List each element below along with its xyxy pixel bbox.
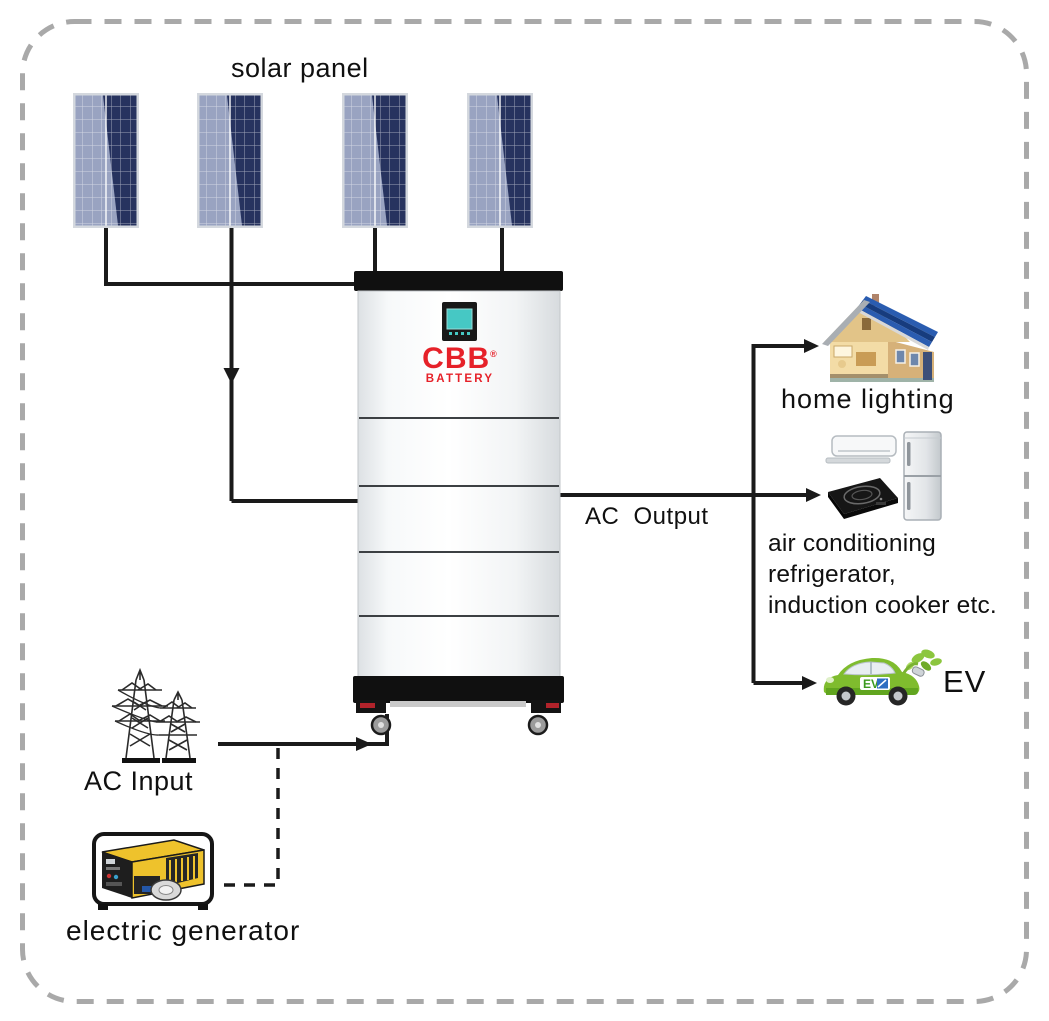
power-tower-icon (111, 667, 200, 763)
generator-icon (92, 832, 214, 910)
display-screen-icon (442, 302, 477, 341)
appliance-icons (825, 431, 942, 521)
appliances-label: air conditioning refrigerator, induction… (768, 528, 997, 621)
appliances-line-2: refrigerator, (768, 561, 896, 588)
ev-car-icon: EV (823, 649, 942, 706)
ev-badge-text: EV (863, 677, 879, 691)
ac-output-label: AC Output (585, 503, 709, 530)
connector-lines (104, 228, 806, 887)
caster-wheel-icon (356, 700, 561, 736)
brand-sub-text: BATTERY (425, 373, 495, 385)
brand-mark: ® (490, 349, 498, 359)
solar-panel-label: solar panel (231, 53, 369, 83)
ac-input-label: AC Input (84, 766, 194, 796)
induction-cooker-icon (828, 478, 898, 519)
ev-label: EV (943, 664, 987, 699)
appliances-line-1: air conditioning (768, 530, 937, 557)
dashed-border (20, 19, 1029, 1004)
air-conditioner-icon (825, 435, 897, 464)
battery-brand: CBB® BATTERY (420, 341, 500, 386)
arrowheads (223, 339, 821, 751)
home-lighting-label: home lighting (781, 384, 955, 414)
battery-tower-icon (353, 271, 564, 736)
generator-label: electric generator (66, 915, 301, 946)
refrigerator-icon (903, 431, 942, 521)
appliances-line-3: induction cooker etc. (768, 592, 997, 619)
house-icon (822, 294, 938, 382)
solar-panel-icon (72, 92, 534, 229)
brand-text: CBB (422, 342, 491, 375)
